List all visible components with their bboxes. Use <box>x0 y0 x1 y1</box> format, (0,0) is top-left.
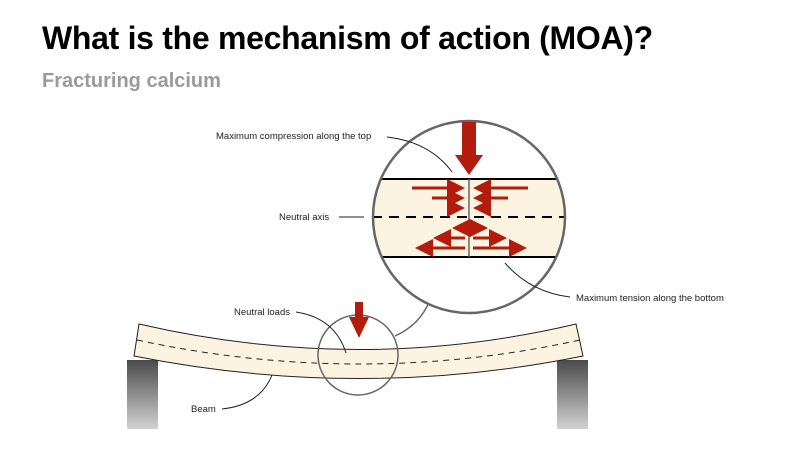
compression-arrows <box>412 179 528 217</box>
leader-compression <box>386 136 453 173</box>
leader-beam <box>221 374 273 410</box>
leader-tension <box>504 262 571 298</box>
label-neutral-loads: Neutral loads <box>234 307 290 318</box>
load-arrow-small <box>349 302 369 338</box>
beam-neutral-axis <box>136 339 581 365</box>
magnify-connector <box>394 299 431 337</box>
tension-arrows <box>415 219 527 257</box>
leader-neutral-loads <box>295 311 347 354</box>
page-title: What is the mechanism of action (MOA)? <box>42 20 653 56</box>
magnified-view <box>371 119 567 315</box>
load-arrow-large <box>455 122 483 175</box>
label-max-compression: Maximum compression along the top <box>216 131 371 142</box>
page-subtitle: Fracturing calcium <box>42 70 221 92</box>
left-support <box>127 360 158 429</box>
label-beam: Beam <box>191 404 216 415</box>
right-support <box>557 360 588 429</box>
label-max-tension: Maximum tension along the bottom <box>576 293 724 304</box>
label-neutral-axis: Neutral axis <box>279 212 329 223</box>
magnified-circle <box>371 119 567 315</box>
beam <box>133 323 584 379</box>
